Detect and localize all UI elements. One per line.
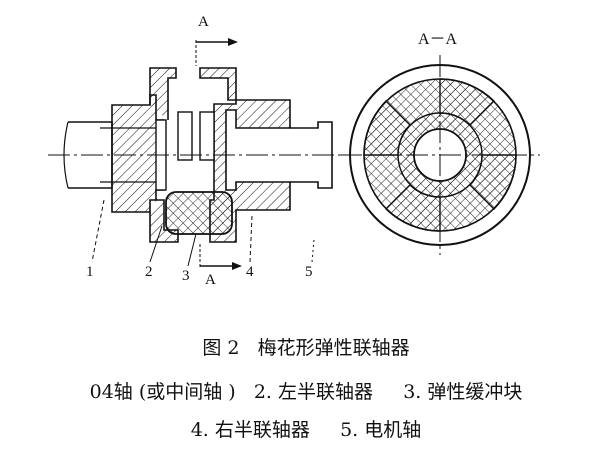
section-arrow-top bbox=[195, 38, 238, 66]
figure-caption-title: 图 2 梅花形弹性联轴器 bbox=[202, 337, 410, 359]
section-view-title: A－A bbox=[418, 31, 458, 48]
part-number-4: 4 bbox=[246, 264, 254, 280]
coupling-drawing bbox=[48, 38, 540, 270]
figure-caption-line2: 4. 右半联轴器 5. 电机轴 bbox=[190, 419, 422, 441]
section-label-top: A bbox=[198, 14, 209, 30]
part-number-3: 3 bbox=[182, 268, 190, 284]
leader-lines bbox=[91, 199, 315, 267]
part-number-1: 1 bbox=[86, 264, 94, 280]
section-label-bottom: A bbox=[205, 272, 216, 288]
elastic-buffer-block bbox=[165, 191, 233, 235]
section-view-aa bbox=[340, 55, 540, 255]
part-number-5: 5 bbox=[305, 264, 313, 280]
section-arrow-bottom bbox=[199, 244, 242, 270]
figure-caption-line1: 04轴 (或中间轴 ) 2. 左半联轴器 3. 弹性缓冲块 bbox=[89, 381, 523, 403]
part-number-2: 2 bbox=[145, 264, 153, 280]
coupling-diagram: A A A－A 1 2 3 4 5 bbox=[48, 14, 540, 288]
